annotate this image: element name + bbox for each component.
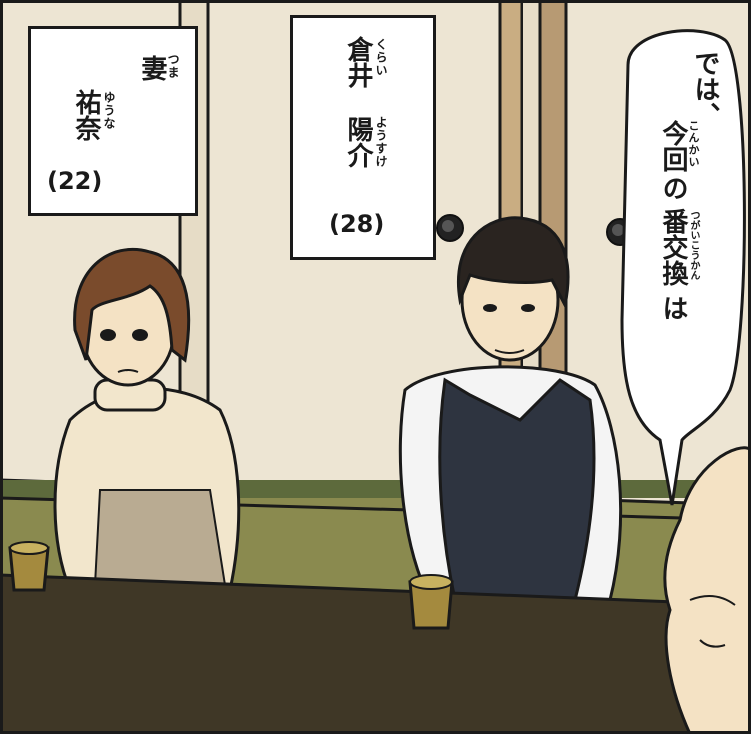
husband-given-name: 陽介 bbox=[343, 116, 373, 168]
husband-surname-ruby: くらい bbox=[374, 38, 388, 77]
husband-caption-box: 倉井 くらい 陽介 ようすけ (28) bbox=[290, 15, 436, 260]
wife-figure bbox=[53, 247, 241, 592]
wife-name: 祐奈 bbox=[71, 89, 101, 141]
speech-col-3a-visible: 番交換 bbox=[658, 208, 688, 286]
wife-name-ruby: ゆうな bbox=[102, 91, 116, 130]
wife-role-ruby: つま bbox=[166, 53, 180, 79]
wife-caption-box: 妻 つま 祐奈 ゆうな (22) bbox=[28, 26, 198, 216]
husband-surname: 倉井 bbox=[343, 36, 373, 88]
speech-col-3a-ruby: つがいこうかん bbox=[688, 210, 699, 280]
husband-given-ruby: ようすけ bbox=[374, 116, 388, 168]
tea-cups bbox=[8, 541, 454, 630]
wife-role: 妻 bbox=[137, 55, 167, 81]
wife-age: (22) bbox=[47, 167, 103, 195]
speech-col-2a: 今回 bbox=[658, 120, 688, 172]
elder-figure bbox=[663, 446, 751, 734]
husband-figure bbox=[398, 216, 623, 602]
speech-col-1: では、 bbox=[690, 50, 720, 128]
husband-age: (28) bbox=[329, 210, 385, 238]
speech-col-3b: は bbox=[658, 295, 688, 321]
speech-col-2a-ruby: こんかい bbox=[687, 120, 700, 168]
speech-col-2b: の bbox=[658, 175, 688, 201]
